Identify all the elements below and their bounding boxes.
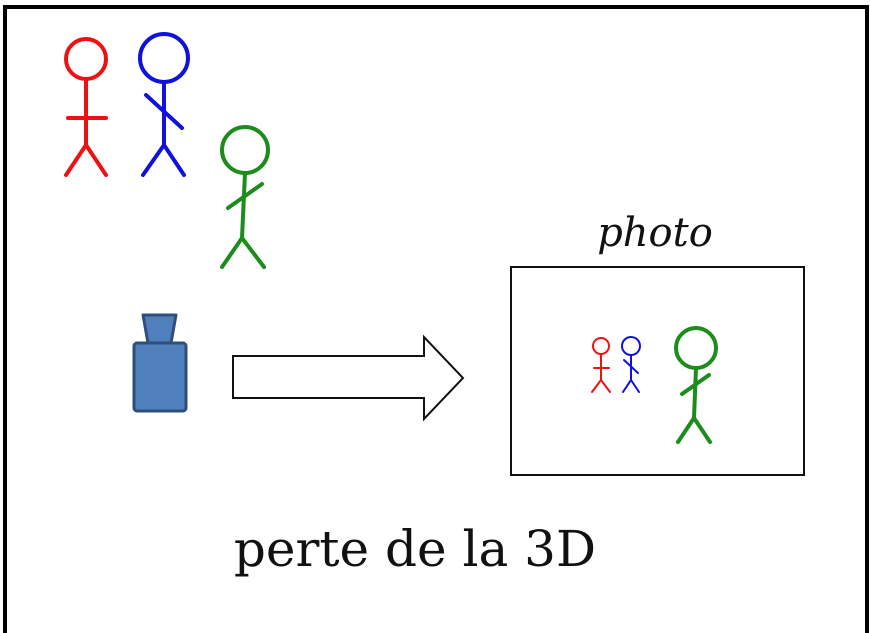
caption-text: perte de la 3D xyxy=(234,520,596,578)
right-arrow-icon xyxy=(232,334,465,422)
green-stick-figure xyxy=(220,125,270,269)
red-stick-figure xyxy=(64,37,108,177)
camera-icon xyxy=(132,313,188,413)
green-stick-figure-photo xyxy=(674,326,718,444)
slide-border xyxy=(3,5,869,633)
photo-label: photo xyxy=(597,210,713,256)
blue-stick-figure-small xyxy=(621,336,641,393)
blue-stick-figure xyxy=(138,32,190,177)
photo-frame xyxy=(510,266,805,476)
red-stick-figure-small xyxy=(591,337,611,393)
